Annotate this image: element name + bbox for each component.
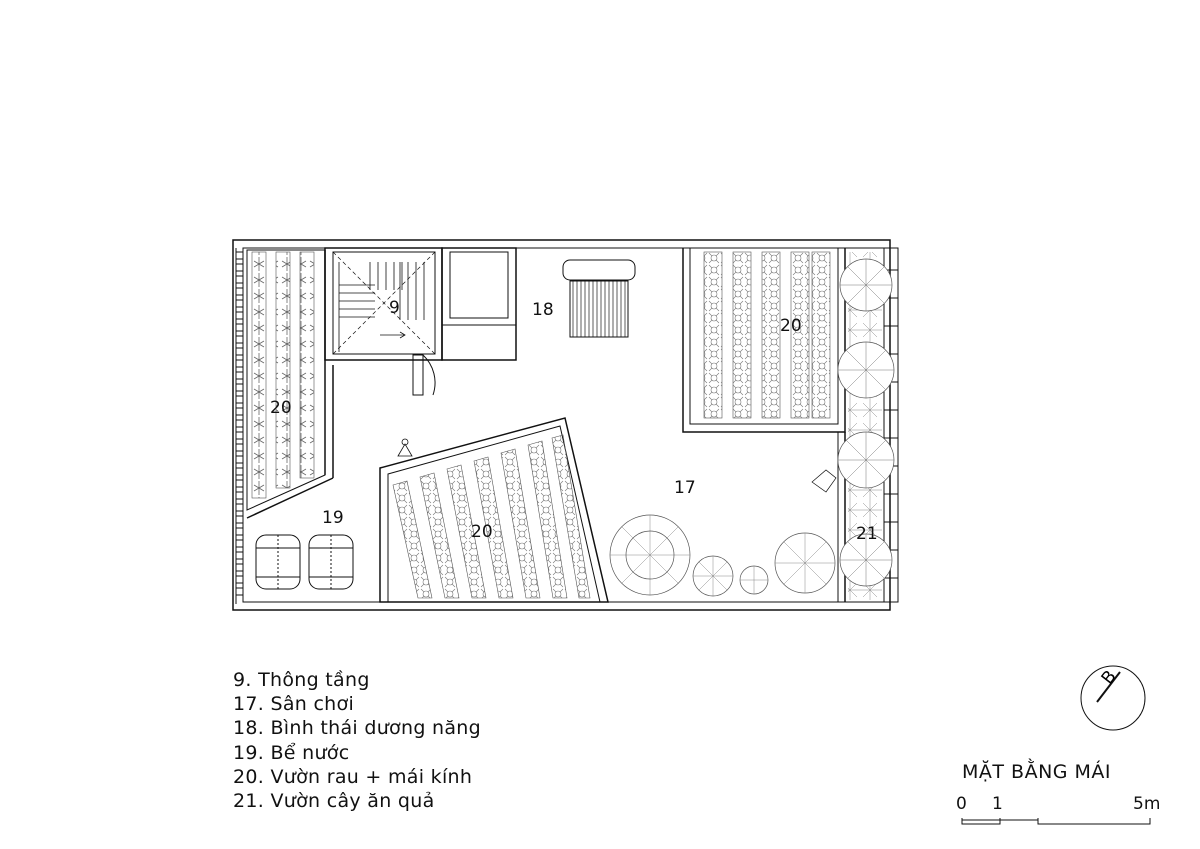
parapet-block bbox=[235, 383, 244, 392]
fruit-garden-area bbox=[837, 252, 895, 602]
legend: 9. Thông tầng 17. Sân chơi 18. Bình thái… bbox=[233, 668, 481, 813]
door bbox=[405, 354, 436, 396]
room-label-20-right: 20 bbox=[780, 316, 802, 336]
legend-item: 17. Sân chơi bbox=[233, 693, 355, 716]
room-label-20-left: 20 bbox=[270, 398, 292, 418]
compass-letter: B bbox=[1098, 667, 1121, 689]
playground-plants bbox=[609, 469, 837, 597]
parapet-block bbox=[235, 299, 244, 308]
room-label-18: 18 bbox=[532, 300, 554, 320]
room-label-17: 17 bbox=[674, 478, 696, 498]
room-label-20-center: 20 bbox=[471, 522, 493, 542]
parapet-block bbox=[235, 515, 244, 524]
parapet-block bbox=[235, 503, 244, 512]
left-parapet bbox=[235, 248, 244, 604]
parapet-block bbox=[235, 359, 244, 368]
solar-heater-unit bbox=[562, 259, 636, 338]
scale-label-5m: 5m bbox=[1133, 794, 1161, 814]
parapet-block bbox=[235, 443, 244, 452]
legend-item: 20. Vườn rau + mái kính bbox=[233, 765, 473, 788]
legend-item: 19. Bể nước bbox=[233, 741, 350, 764]
garden-right-area bbox=[682, 248, 846, 433]
parapet-block bbox=[235, 431, 244, 440]
parapet-block bbox=[235, 491, 244, 500]
parapet-block bbox=[235, 467, 244, 476]
parapet-block bbox=[235, 287, 244, 296]
parapet-block bbox=[235, 311, 244, 320]
parapet-block bbox=[235, 395, 244, 404]
parapet-block bbox=[235, 335, 244, 344]
scale-label-0: 0 bbox=[956, 794, 967, 814]
parapet-block bbox=[235, 575, 244, 584]
stair-void-area bbox=[324, 247, 443, 361]
parapet-block bbox=[235, 479, 244, 488]
parapet-block bbox=[235, 407, 244, 416]
garden-center-area bbox=[379, 417, 609, 603]
legend-item: 18. Bình thái dương năng bbox=[233, 717, 482, 740]
parapet-block bbox=[235, 323, 244, 332]
scale-label-1: 1 bbox=[992, 794, 1003, 814]
parapet-block bbox=[235, 275, 244, 284]
parapet-block bbox=[235, 551, 244, 560]
parapet-block bbox=[235, 539, 244, 548]
water-tanks bbox=[255, 534, 354, 590]
parapet-block bbox=[235, 263, 244, 272]
parapet-block bbox=[235, 251, 244, 260]
utility-block bbox=[441, 247, 517, 361]
parapet-block bbox=[235, 527, 244, 536]
parapet-block bbox=[235, 587, 244, 596]
parapet-block bbox=[235, 347, 244, 356]
legend-item: 21. Vườn cây ăn quả bbox=[233, 790, 435, 813]
room-label-9: 9 bbox=[389, 298, 400, 318]
scale-bar bbox=[961, 818, 1151, 825]
parapet-block bbox=[235, 563, 244, 572]
parapet-block bbox=[235, 419, 244, 428]
parapet-block bbox=[235, 371, 244, 380]
drawing-title: MẶT BẰNG MÁI bbox=[962, 761, 1112, 783]
room-label-19: 19 bbox=[322, 508, 344, 528]
garden-left-area bbox=[246, 249, 334, 519]
legend-item: 9. Thông tầng bbox=[233, 669, 370, 691]
parapet-block bbox=[235, 455, 244, 464]
room-label-21: 21 bbox=[856, 524, 878, 544]
compass-icon: B bbox=[1080, 665, 1146, 731]
